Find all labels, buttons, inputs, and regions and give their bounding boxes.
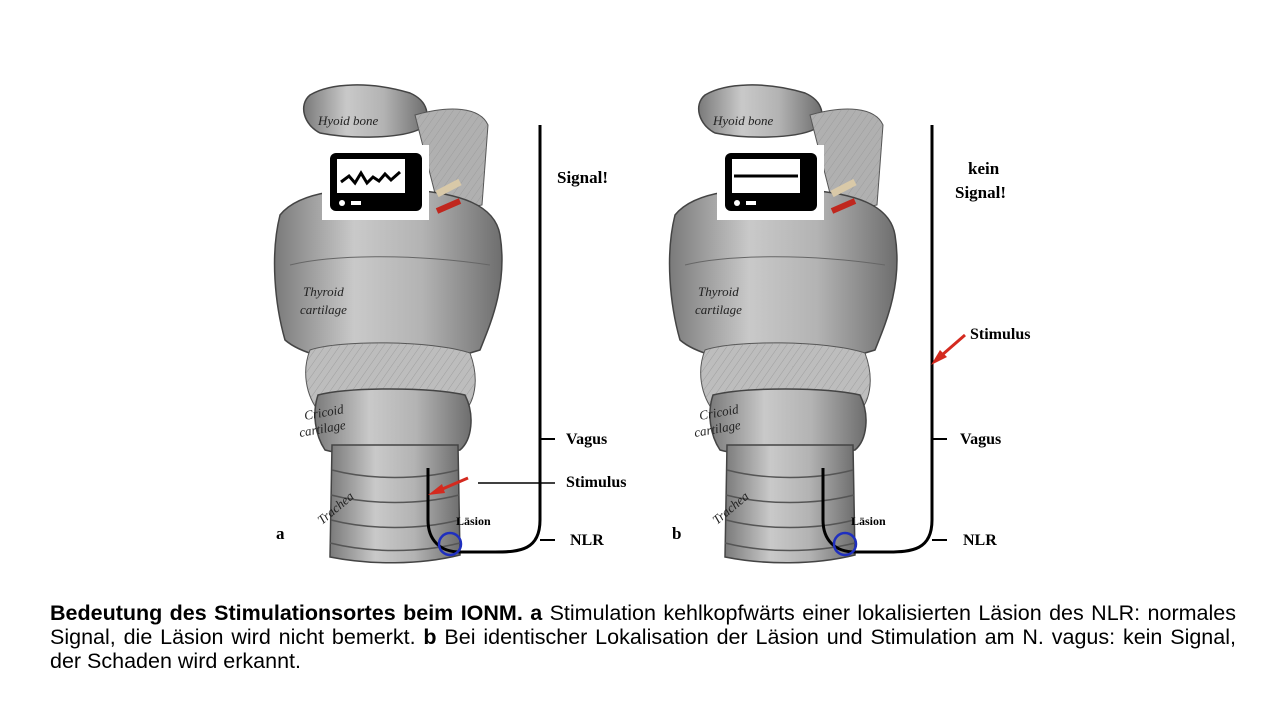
- caption-letter-a: a: [530, 601, 543, 625]
- lesion-circle-b: [832, 531, 858, 557]
- thyroid-label-a2: cartilage: [300, 302, 347, 317]
- stimulus-arrow-b: [931, 333, 966, 365]
- signal-label-b2: Signal!: [955, 183, 1006, 202]
- stimulus-label-a: Stimulus: [566, 474, 626, 491]
- panel-b: Hyoid bone Thyroid cartilage Cricoid car…: [668, 84, 1030, 564]
- caption-text-a: Stimulation kehlkopfwärts einer lokalisi…: [50, 601, 1236, 649]
- cricoid-label-a1: Cricoid: [303, 401, 345, 423]
- caption-title: Bedeutung des Stimulationsortes beim ION…: [50, 601, 523, 625]
- caption-text-b: Bei identischer Lokalisation der Läsion …: [50, 625, 1236, 673]
- vagus-nerve-line-a: [426, 125, 542, 554]
- monitor-icon-b: [717, 145, 824, 220]
- thyroid-label-b2: cartilage: [695, 302, 742, 317]
- signal-label-a: Signal!: [557, 168, 608, 187]
- figure-caption: Bedeutung des Stimulationsortes beim ION…: [50, 601, 1236, 673]
- caption-letter-b: b: [423, 625, 437, 649]
- lesion-circle-a: [437, 531, 463, 557]
- stimulus-arrow-a: [428, 476, 469, 495]
- hyoid-label-b: Hyoid bone: [712, 113, 774, 128]
- panel-a: Hyoid bone Thyroid cartilage Cricoid car…: [273, 84, 626, 564]
- monitor-icon-a: [322, 145, 429, 220]
- panel-letter-b: b: [672, 524, 681, 543]
- vagus-label-a: Vagus: [566, 431, 607, 448]
- thyroid-label-b1: Thyroid: [698, 284, 739, 299]
- vagus-label-b: Vagus: [960, 431, 1001, 448]
- stimulus-label-b: Stimulus: [970, 326, 1030, 343]
- thyroid-label-a1: Thyroid: [303, 284, 344, 299]
- hyoid-label-a: Hyoid bone: [317, 113, 379, 128]
- lesion-label-b: Läsion: [851, 514, 886, 528]
- signal-label-b1: kein: [968, 159, 1000, 178]
- vagus-nerve-line-b: [821, 125, 934, 554]
- nlr-label-b: NLR: [963, 532, 997, 549]
- lesion-label-a: Läsion: [456, 514, 491, 528]
- nlr-label-a: NLR: [570, 532, 604, 549]
- cricoid-label-b1: Cricoid: [698, 401, 740, 423]
- panel-letter-a: a: [276, 524, 285, 543]
